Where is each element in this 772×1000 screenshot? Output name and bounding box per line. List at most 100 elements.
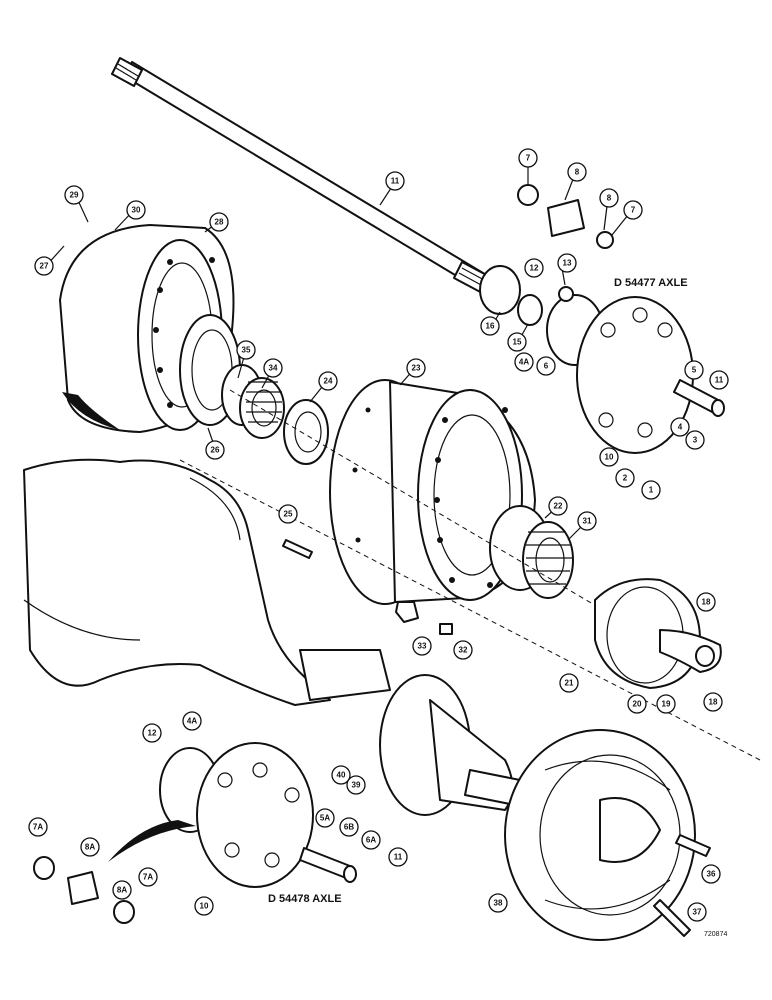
svg-text:40: 40	[337, 771, 346, 780]
callout-5: 5	[684, 360, 704, 380]
svg-text:6A: 6A	[366, 836, 376, 845]
callout-18-upper: 18	[696, 592, 716, 612]
callout-7a-left: 7A	[28, 817, 48, 837]
callout-27: 27	[34, 256, 54, 276]
callout-23: 23	[406, 358, 426, 378]
svg-text:33: 33	[418, 642, 427, 651]
svg-text:27: 27	[40, 262, 49, 271]
svg-text:8A: 8A	[85, 843, 95, 852]
callout-20: 20	[627, 694, 647, 714]
svg-text:20: 20	[633, 700, 642, 709]
callout-16: 16	[480, 316, 500, 336]
callout-6: 6	[536, 356, 556, 376]
svg-text:6: 6	[544, 362, 549, 371]
svg-text:11: 11	[391, 177, 400, 186]
svg-text:26: 26	[211, 446, 220, 455]
svg-text:7A: 7A	[143, 873, 153, 882]
callout-3: 3	[685, 430, 705, 450]
svg-text:18: 18	[709, 698, 718, 707]
callout-33: 33	[412, 636, 432, 656]
brake-assembly	[504, 578, 722, 941]
callout-12-bottom: 12	[142, 723, 162, 743]
callout-18-lower: 18	[703, 692, 723, 712]
svg-text:10: 10	[605, 453, 614, 462]
svg-text:39: 39	[352, 781, 361, 790]
svg-text:7: 7	[631, 206, 636, 215]
callout-7-top-right: 7	[623, 200, 643, 220]
svg-text:35: 35	[242, 346, 251, 355]
callout-11: 11	[385, 171, 405, 191]
svg-text:22: 22	[554, 502, 563, 511]
svg-text:24: 24	[324, 377, 333, 386]
callout-22: 22	[548, 496, 568, 516]
svg-text:8: 8	[607, 194, 612, 203]
svg-text:38: 38	[494, 899, 503, 908]
svg-text:10: 10	[200, 902, 209, 911]
bottom-axle-label: D 54478 AXLE	[268, 893, 342, 905]
callout-5a: 5A	[315, 808, 335, 828]
svg-text:6B: 6B	[344, 823, 354, 832]
callout-30: 30	[126, 200, 146, 220]
callout-37: 37	[687, 902, 707, 922]
hub-housing	[329, 379, 536, 605]
callout-19: 19	[656, 694, 676, 714]
svg-text:4: 4	[678, 423, 683, 432]
svg-text:5: 5	[692, 366, 697, 375]
callout-7-top-left: 7	[518, 148, 538, 168]
callout-36: 36	[701, 864, 721, 884]
callout-12-top: 12	[524, 258, 544, 278]
callout-4a-bottom: 4A	[182, 711, 202, 731]
callout-8a-left: 8A	[80, 837, 100, 857]
svg-text:36: 36	[707, 870, 716, 879]
callout-39: 39	[346, 775, 366, 795]
callout-4: 4	[670, 417, 690, 437]
svg-text:8: 8	[575, 168, 580, 177]
top-axle-label: D 54477 AXLE	[614, 277, 688, 289]
callout-24: 24	[318, 371, 338, 391]
planetary-carrier-bottom	[33, 742, 357, 924]
svg-text:4A: 4A	[187, 717, 197, 726]
svg-text:25: 25	[284, 510, 293, 519]
callout-34: 34	[263, 358, 283, 378]
svg-text:11: 11	[715, 376, 724, 385]
inner-bearing	[489, 505, 574, 599]
callout-11-top: 11	[709, 370, 729, 390]
svg-text:37: 37	[693, 908, 702, 917]
callout-35: 35	[236, 340, 256, 360]
callout-8-top: 8	[567, 162, 587, 182]
callout-11-bottom: 11	[388, 847, 408, 867]
callout-13: 13	[557, 253, 577, 273]
svg-text:28: 28	[215, 218, 224, 227]
svg-text:18: 18	[702, 598, 711, 607]
svg-text:23: 23	[412, 364, 421, 373]
callout-8-top-right: 8	[599, 188, 619, 208]
svg-text:7: 7	[526, 154, 531, 163]
svg-text:19: 19	[662, 700, 671, 709]
callout-10-bottom: 10	[194, 896, 214, 916]
svg-text:1: 1	[649, 486, 654, 495]
svg-text:3: 3	[693, 436, 698, 445]
axle-shaft	[111, 57, 493, 295]
svg-text:8A: 8A	[117, 886, 127, 895]
planet-gears	[479, 184, 614, 326]
callout-28: 28	[209, 212, 229, 232]
callout-8a-right: 8A	[112, 880, 132, 900]
svg-text:11: 11	[394, 853, 403, 862]
svg-text:7A: 7A	[33, 823, 43, 832]
planetary-carrier-top	[546, 294, 725, 454]
svg-text:16: 16	[486, 322, 495, 331]
svg-text:12: 12	[530, 264, 539, 273]
svg-text:12: 12	[148, 729, 157, 738]
callout-29: 29	[64, 185, 84, 205]
callout-6b: 6B	[339, 817, 359, 837]
callout-6a: 6A	[361, 830, 381, 850]
callout-1: 1	[641, 480, 661, 500]
callout-10-top: 10	[599, 447, 619, 467]
callout-26: 26	[205, 440, 225, 460]
svg-text:31: 31	[583, 517, 592, 526]
callout-21: 21	[559, 673, 579, 693]
svg-text:21: 21	[565, 679, 574, 688]
svg-text:4A: 4A	[519, 358, 529, 367]
